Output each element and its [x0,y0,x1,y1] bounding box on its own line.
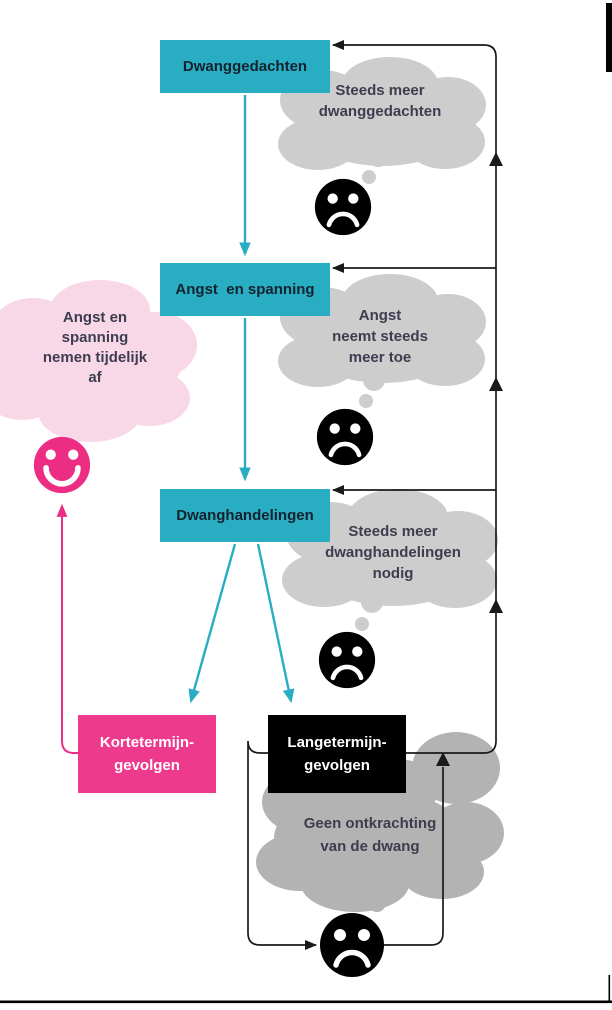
sad-face-icon [320,913,384,977]
thought-text-angst: Angst neemt steeds meer toe [332,307,428,366]
feedback-up-arrowheads [436,152,503,766]
sad-face-icon [318,631,376,689]
relief-arrow [56,503,79,754]
thought-cloud-verlichting [0,280,197,442]
thought-text-dwanghandelingen: Steeds meer dwanghandelingen nodig [325,523,461,582]
box-dwanggedachten: Dwanggedachten [160,40,330,93]
box-dwanghandelingen: Dwanghandelingen [160,489,330,542]
happy-face-icon [33,436,91,494]
page-border-marks [0,3,612,1004]
thought-cloud-angst [278,274,486,408]
feedback-loop-lines [247,40,497,950]
thought-text-dwanggedachten: Steeds meer dwanggedachten [318,82,442,120]
thought-text-geen-ontkrachting: Geen ontkrachting van de dwang [303,815,437,855]
thought-cloud-geen-ontkrachting [256,732,504,912]
box-kortetermijn-gevolgen: Kortetermijn- gevolgen [78,715,216,793]
sad-face-icon [316,408,374,466]
box-langetermijn-gevolgen: Langetermijn- gevolgen [268,715,406,793]
process-arrows [188,95,295,704]
box-angst-en-spanning: Angst en spanning [160,263,330,316]
sad-face-icon [314,178,372,236]
thought-text-verlichting: Angst en spanning nemen tijdelijk af [42,309,148,386]
